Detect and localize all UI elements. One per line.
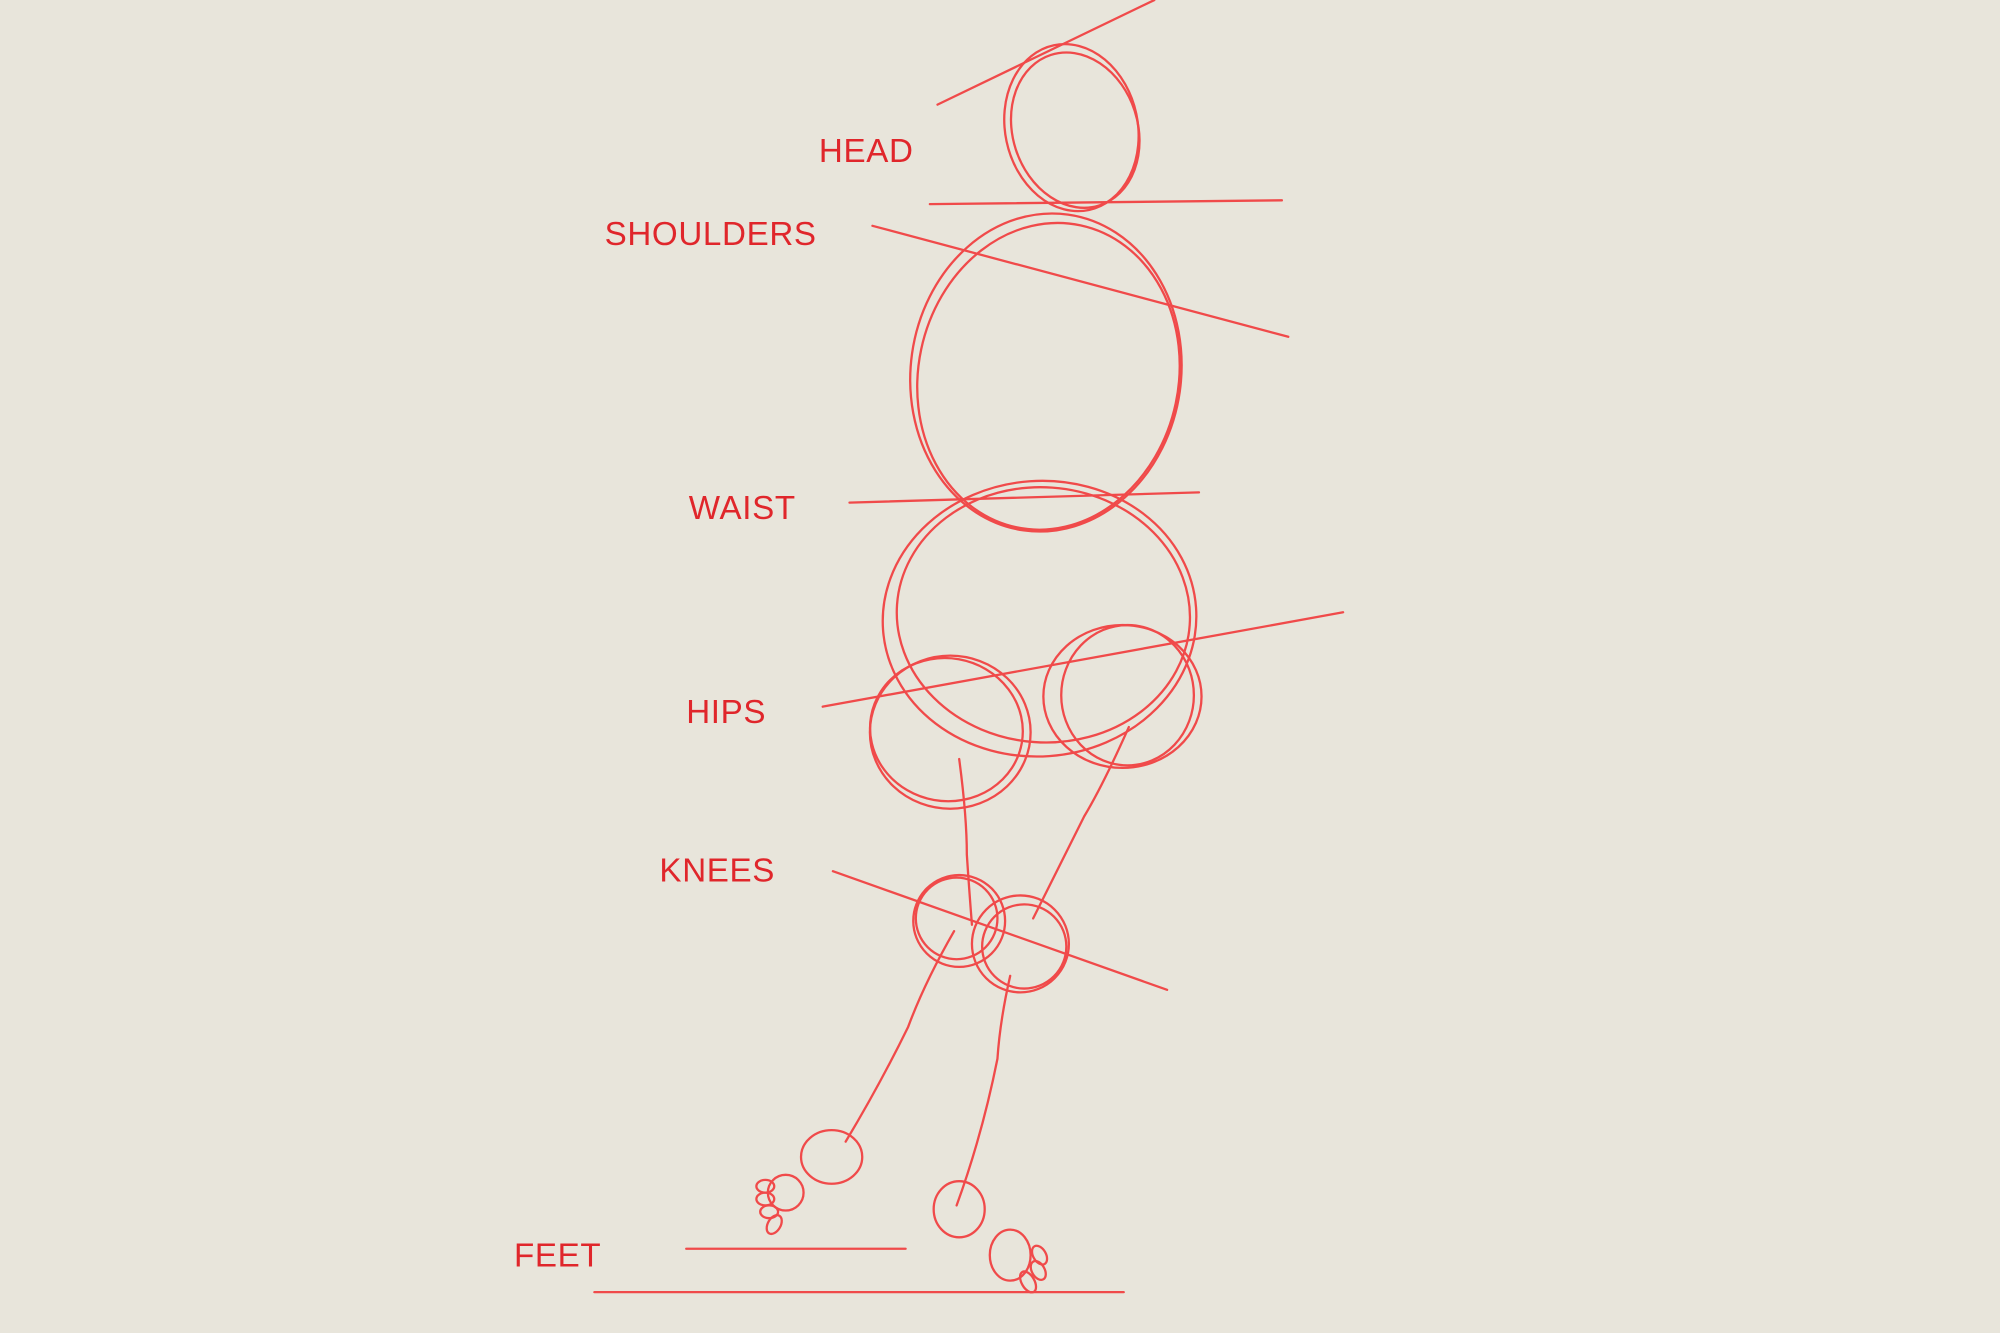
label-shoulders: SHOULDERS — [605, 216, 817, 253]
label-hips: HIPS — [686, 694, 766, 731]
left-ankle-shape — [799, 1128, 864, 1185]
left-foot-shape — [755, 1173, 805, 1236]
right-hip-shape — [1042, 623, 1203, 770]
head-shape — [1003, 42, 1141, 213]
label-head: HEAD — [819, 133, 914, 170]
waist-line — [848, 491, 1201, 504]
right-foot-shape — [988, 1228, 1049, 1294]
left-shin — [844, 930, 956, 1143]
shoulders-tilt-line — [871, 224, 1290, 338]
left-thigh — [958, 757, 974, 926]
pelvis-shape — [881, 479, 1198, 758]
label-knees: KNEES — [659, 852, 775, 889]
right-knee-shape — [970, 894, 1071, 994]
left-hip-shape — [868, 654, 1032, 810]
head-tilt-line — [936, 0, 1156, 106]
torso-shape — [909, 212, 1183, 533]
label-waist: WAIST — [689, 490, 796, 527]
hips-line — [821, 611, 1345, 708]
right-thigh — [1032, 725, 1130, 920]
knees-line — [831, 870, 1169, 991]
right-ankle-shape — [932, 1180, 986, 1239]
label-feet: FEET — [514, 1238, 601, 1275]
left-knee-shape — [912, 873, 1007, 969]
right-shin — [955, 974, 1012, 1207]
